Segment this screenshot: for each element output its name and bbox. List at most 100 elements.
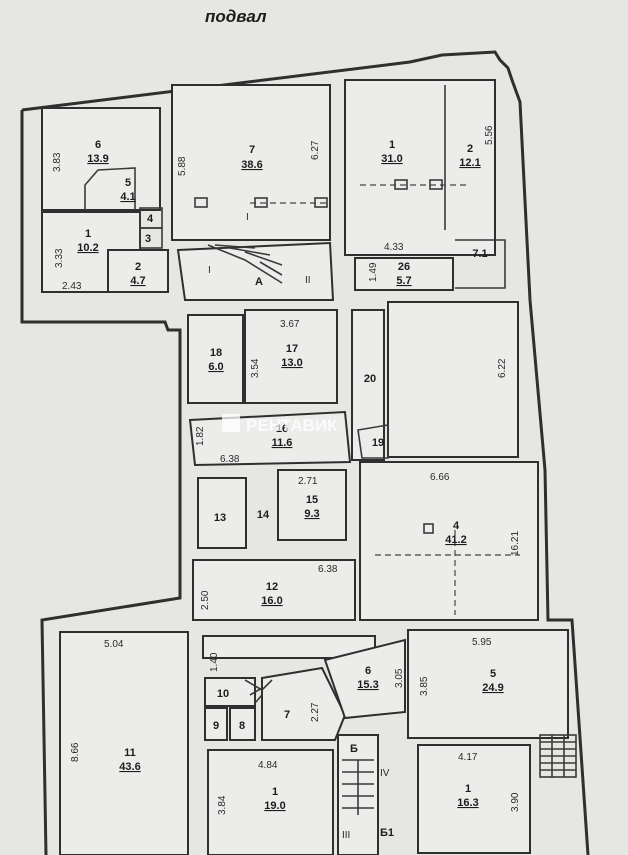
room-number: 17	[286, 343, 298, 355]
room-15	[277, 469, 347, 541]
section-mark: А	[255, 276, 263, 288]
dimension: 3.33	[54, 248, 65, 268]
stairs-b-steps	[342, 759, 374, 815]
dimension: 6.66	[430, 472, 450, 483]
room-number: 18	[210, 347, 222, 359]
room-number: 5	[125, 177, 131, 189]
dimension: 5.95	[472, 637, 492, 648]
room-1-bottom-right	[417, 744, 531, 854]
dimension: 8.66	[70, 742, 81, 762]
room-right-6-22	[387, 301, 519, 458]
room-number: 5	[490, 668, 496, 680]
dimension: 3.54	[250, 358, 261, 378]
room-20-corridor	[351, 309, 385, 461]
dimension: 2.43	[62, 281, 82, 292]
room-number: 2	[467, 143, 473, 155]
room-3-small	[139, 227, 163, 249]
dimension: 6.27	[310, 140, 321, 160]
room-area: 41.2	[445, 534, 466, 546]
room-number: 1	[389, 139, 395, 151]
dimension: 4.84	[258, 760, 278, 771]
room-11	[59, 631, 189, 855]
room-area: 16.0	[261, 595, 282, 607]
dimension: 4.17	[458, 752, 478, 763]
column	[254, 197, 268, 208]
floor-title: подвал	[205, 7, 267, 26]
room-number: 6	[365, 665, 371, 677]
section-mark: I	[246, 212, 249, 223]
room-5-wall	[84, 167, 136, 210]
room-number: 20	[364, 373, 376, 385]
room-number: 26	[398, 261, 410, 273]
room-number: 16	[276, 423, 288, 435]
room-number: 12	[266, 581, 278, 593]
stairs-right-steps	[540, 735, 576, 777]
room-number: 19	[372, 437, 384, 449]
room-1-bottom-left	[207, 749, 334, 855]
dimension: 5.88	[177, 156, 188, 176]
dimension: 1.49	[368, 262, 379, 282]
room-6	[41, 107, 161, 211]
stairs-a	[207, 244, 283, 284]
room-number: 1	[272, 786, 278, 798]
room-area: 5.7	[396, 275, 411, 287]
dimension: 5.04	[104, 639, 124, 650]
room-number: 7.1	[472, 248, 487, 260]
room-area: 4.1	[120, 191, 135, 203]
watermark-logo-icon	[222, 414, 240, 432]
room-26	[354, 257, 454, 291]
column	[394, 179, 408, 190]
room-number: 1	[85, 228, 91, 240]
room-number: 14	[257, 509, 270, 521]
room-area: 38.6	[241, 159, 262, 171]
room-number: 15	[306, 494, 318, 506]
room-7-1-area	[455, 239, 506, 289]
watermark-text: РЕНТАВИК	[246, 416, 338, 435]
room-6-bottom	[323, 638, 406, 720]
room-number: 11	[124, 747, 136, 759]
section-mark: IV	[380, 768, 390, 779]
dimension: 16.21	[510, 531, 521, 556]
room-labels: 6 13.9 5 4.1 4 3 1 10.2 2 4.7 7 38.6 1 3…	[77, 139, 503, 812]
room-number: 4	[147, 213, 154, 225]
room-7-large	[171, 84, 331, 241]
dimension: 3.84	[217, 795, 228, 815]
room-area: 43.6	[119, 761, 140, 773]
dimension: 1.40	[209, 652, 220, 672]
dimension: 3.85	[419, 676, 430, 696]
room-7-bottom	[261, 666, 347, 741]
dimension: 5.56	[484, 125, 495, 145]
room-4-large	[359, 461, 539, 621]
dimension: 6.22	[497, 358, 508, 378]
outer-wall	[20, 50, 590, 855]
dimension: 2.50	[200, 590, 211, 610]
dimension: 3.05	[394, 668, 405, 688]
section-mark: I	[208, 265, 211, 276]
room-area: 10.2	[77, 242, 98, 254]
dimension: 6.38	[220, 454, 240, 465]
room-area: 16.3	[457, 797, 478, 809]
room-area: 13.9	[87, 153, 108, 165]
room-1-top-right	[344, 79, 496, 256]
room-number: 13	[214, 512, 226, 524]
room-number: 9	[213, 720, 219, 732]
corridor-a	[176, 241, 335, 301]
room-number: 2	[135, 261, 141, 273]
room-17	[244, 309, 338, 404]
dimension-labels: 3.83 5.88 6.27 5.56 3.33 2.43 4.33 1.49 …	[52, 125, 521, 815]
room-19	[357, 424, 389, 459]
section-marks: I I А II Б IV III Б1	[208, 212, 394, 841]
dimension: 4.33	[384, 242, 404, 253]
dimension: 3.83	[52, 152, 63, 172]
room-number: 10	[217, 688, 229, 700]
room-18	[187, 314, 244, 404]
room-number: 7	[249, 144, 255, 156]
room-8	[229, 707, 256, 741]
column	[429, 179, 443, 190]
dimension: 6.38	[318, 564, 338, 575]
room-9	[204, 707, 228, 741]
watermark: РЕНТАВИК	[222, 414, 338, 435]
dimension: 2.27	[310, 702, 321, 722]
room-area: 9.3	[304, 508, 319, 520]
